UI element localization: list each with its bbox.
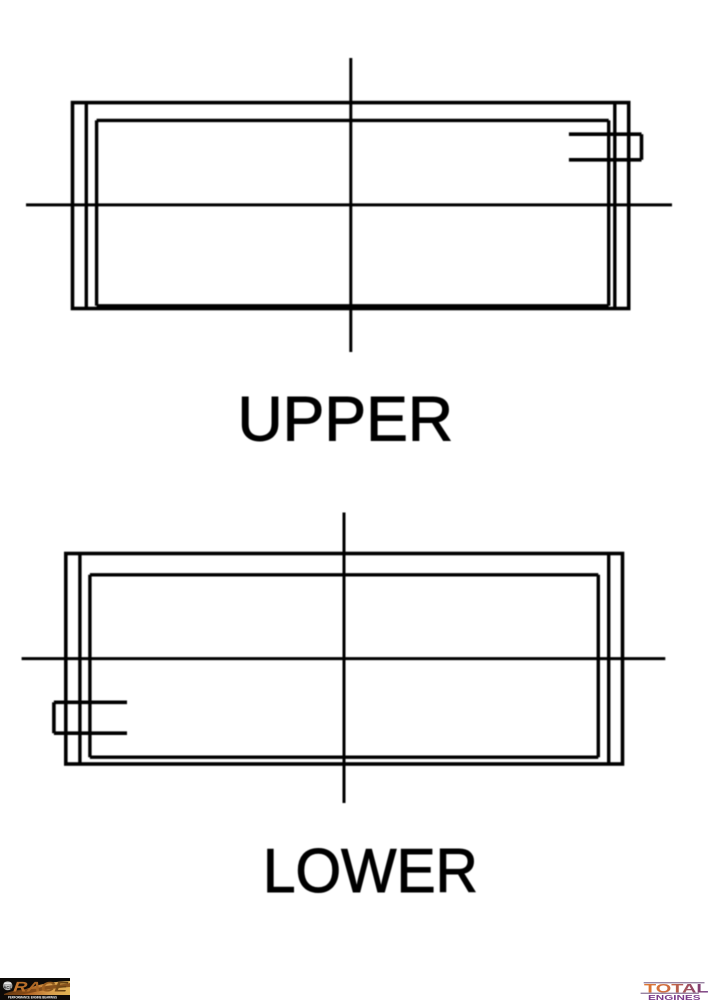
svg-text:ENGINES: ENGINES <box>648 993 701 1000</box>
svg-text:UPPER: UPPER <box>238 385 454 455</box>
svg-text:LOWER: LOWER <box>263 837 478 906</box>
svg-text:ACL: ACL <box>3 985 12 990</box>
svg-text:TOTAL: TOTAL <box>644 982 709 995</box>
svg-text:RACE: RACE <box>13 979 70 995</box>
svg-text:PERFORMANCE ENGINE BEARINGS: PERFORMANCE ENGINE BEARINGS <box>8 995 57 999</box>
